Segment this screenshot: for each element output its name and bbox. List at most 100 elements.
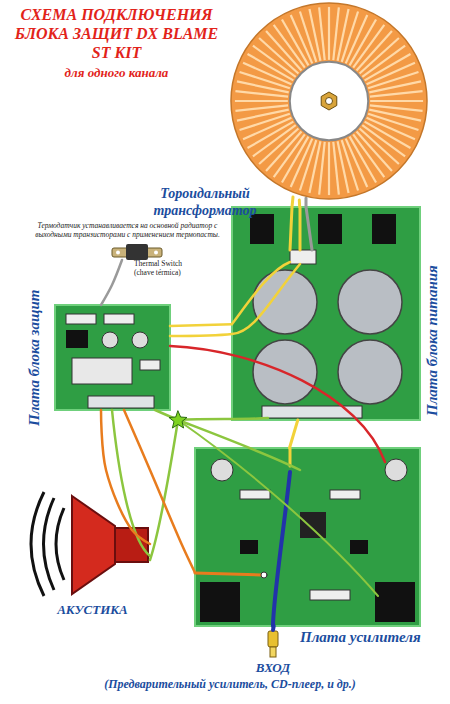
mount-bolt	[326, 98, 333, 105]
node-label: Плата блока питания	[424, 265, 442, 416]
winding	[333, 7, 339, 60]
capacitor	[338, 340, 402, 404]
winding	[235, 91, 288, 97]
transistor	[350, 540, 368, 554]
winding	[235, 100, 288, 102]
ground-wire	[150, 420, 178, 560]
heatsink	[200, 582, 240, 622]
toroid-hole	[290, 62, 368, 140]
winding	[370, 91, 423, 97]
winding	[319, 142, 325, 195]
winding	[360, 129, 399, 164]
ic	[300, 512, 326, 538]
node-text-wrap: Плата усилителя	[300, 629, 424, 647]
node-label: Thermal Switch (chave térmica)	[134, 260, 196, 278]
terminal	[261, 572, 267, 578]
speaker-magnet	[115, 528, 148, 562]
winding	[338, 141, 349, 193]
subtitle: для одного канала	[14, 65, 219, 80]
speaker: АКУСТИКА	[35, 488, 150, 600]
mount-nut	[321, 92, 337, 110]
toroid-core	[231, 3, 427, 199]
amplifier-board	[195, 448, 420, 626]
winding	[370, 105, 423, 111]
winding	[369, 110, 421, 121]
ground-wire	[178, 418, 268, 420]
winding	[328, 142, 330, 195]
winding	[338, 9, 349, 61]
resistor	[310, 590, 350, 600]
node-text-wrap: Плата блока питания	[424, 265, 442, 416]
transformer: Тороидальный трансформатор	[230, 2, 428, 200]
winding	[309, 141, 320, 193]
transistor	[66, 330, 88, 348]
diode-bridge	[290, 250, 316, 264]
diagram-title: СХЕМА ПОДКЛЮЧЕНИЯ БЛОКА ЗАЩИТ DX BLAME S…	[14, 6, 219, 63]
mount-hole	[154, 251, 158, 255]
node-text-wrap: АКУСТИКА	[35, 602, 150, 617]
thermal-switch-drawing	[112, 244, 162, 260]
capacitor	[253, 270, 317, 334]
wire-connector	[271, 626, 276, 630]
heatsink	[375, 582, 415, 622]
resistor	[140, 360, 160, 370]
node-label: АКУСТИКА	[35, 602, 150, 617]
input-jack: ВХОД(Предварительный усилитель, CD-плеер…	[264, 630, 282, 658]
transistor	[240, 540, 258, 554]
pcb	[55, 305, 170, 410]
pcb	[195, 448, 420, 626]
node-text-wrap: Плата блока защит	[26, 290, 44, 426]
label-wrap: Термодатчик устанавливается на основной …	[35, 222, 220, 240]
wire-connector	[290, 420, 298, 448]
winding	[309, 9, 320, 61]
coil-windings	[235, 7, 423, 195]
node-text-wrap: ВХОД	[204, 660, 342, 675]
title-wrap: СХЕМА ПОДКЛЮЧЕНИЯ БЛОКА ЗАЩИТ DX BLAME S…	[14, 6, 219, 63]
winding	[357, 31, 392, 70]
capacitor	[102, 332, 118, 348]
winding	[333, 142, 339, 195]
winding	[370, 100, 423, 102]
power-board: Плата блока питания	[232, 207, 420, 420]
heatsink	[250, 214, 274, 244]
terminal-block	[262, 406, 362, 418]
star-ground	[169, 411, 187, 428]
resistor	[66, 314, 96, 324]
jack-body	[268, 631, 278, 647]
speaker-cone	[72, 496, 115, 594]
jack-tip	[270, 647, 276, 657]
winding	[369, 81, 421, 92]
resistor	[104, 314, 134, 324]
wire	[306, 198, 312, 250]
node-label: ВХОД	[204, 660, 342, 675]
wire	[170, 264, 300, 336]
winding	[342, 140, 358, 190]
wire	[289, 448, 292, 466]
note-text: Термодатчик устанавливается на основной …	[35, 222, 220, 240]
sound-wave	[44, 498, 55, 590]
winding	[237, 81, 289, 92]
wire	[170, 346, 385, 462]
capacitor	[385, 459, 407, 481]
wire-connector	[170, 324, 232, 326]
terminal-block	[88, 396, 154, 408]
winding	[300, 12, 316, 62]
heatsink	[372, 214, 396, 244]
capacitor	[211, 459, 233, 481]
mount-hole	[116, 251, 120, 255]
rca-jack	[268, 631, 278, 657]
resistor	[240, 490, 270, 499]
sound-wave	[31, 492, 44, 596]
node-label: Плата усилителя	[300, 629, 424, 647]
wire	[195, 573, 262, 575]
label-wrap: для одного канала	[14, 65, 219, 80]
wire	[299, 207, 302, 250]
drawing-part	[101, 200, 300, 630]
node-text-wrap: Тороидальный трансформатор	[135, 186, 275, 219]
heatsink	[318, 214, 342, 244]
winding	[259, 38, 298, 73]
winding	[235, 105, 288, 111]
switch-body	[126, 244, 148, 260]
wire-connector	[101, 410, 150, 544]
speaker-drawing	[31, 492, 148, 596]
